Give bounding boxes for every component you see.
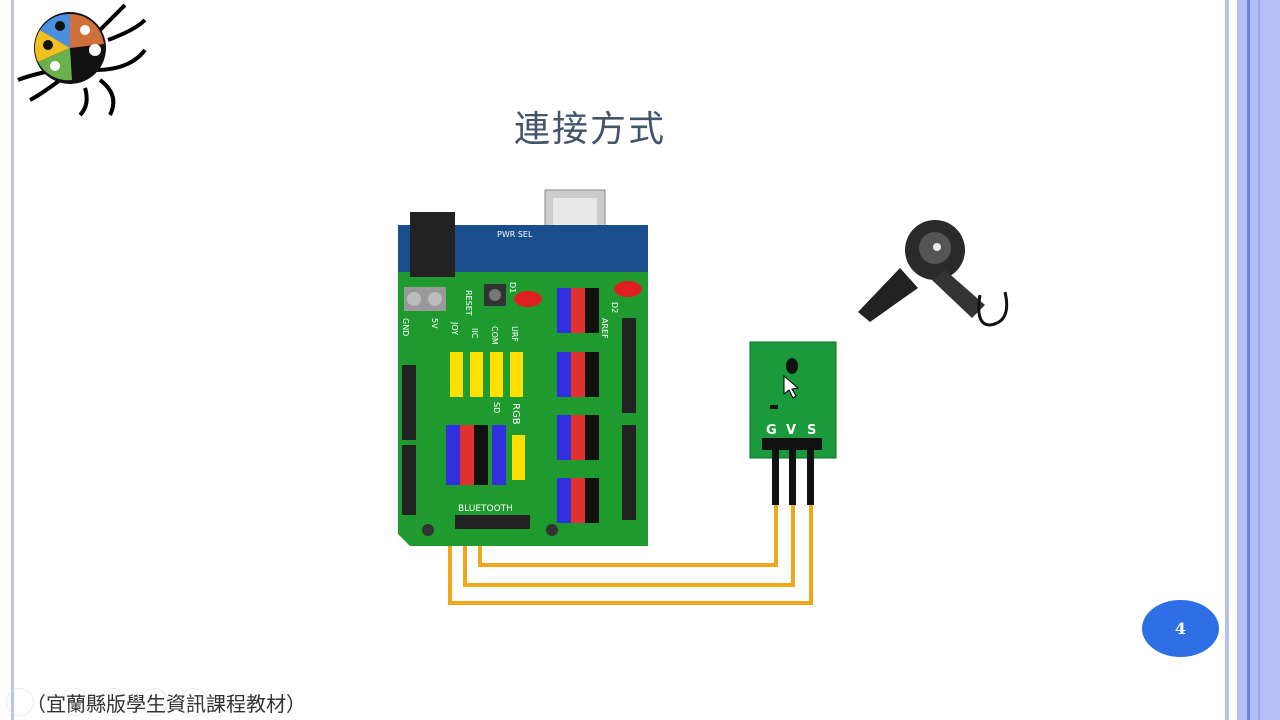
- d2-label: D2: [610, 302, 619, 313]
- slide-nav-button[interactable]: [140, 688, 168, 716]
- gnd-label: GND: [401, 318, 410, 336]
- arduino-board: PWR SEL RESET D1 D2 AREF GND 5V JOY IIC …: [398, 189, 648, 546]
- rgb-label: RGB: [510, 403, 521, 425]
- aref-label: AREF: [600, 318, 609, 339]
- slide-title: 連接方式: [513, 109, 666, 150]
- bluetooth-label: BLUETOOTH: [458, 504, 513, 514]
- slide-nav-button[interactable]: [60, 688, 88, 716]
- joy-label: JOY: [450, 321, 459, 335]
- slide-nav-button[interactable]: [180, 688, 208, 716]
- iic-label: IIC: [470, 328, 479, 339]
- slide-nav-button[interactable]: [100, 688, 128, 716]
- sensor-module: G V S: [749, 341, 837, 505]
- reset-label: RESET: [464, 290, 473, 316]
- left-border-line: [11, 0, 14, 720]
- com-label: COM: [490, 326, 499, 345]
- right-border-line: [1225, 0, 1229, 720]
- pwr-sel-label: PWR SEL: [497, 230, 533, 239]
- urf-label: URF: [510, 326, 519, 342]
- pin-label-s: S: [807, 423, 816, 438]
- right-decor-band: [1237, 0, 1280, 720]
- sd-label: SD: [492, 402, 501, 413]
- footer-caption: （宜蘭縣版學生資訊課程教材）: [26, 692, 306, 716]
- d1-label: D1: [508, 282, 517, 293]
- 5v-label: 5V: [430, 318, 439, 329]
- page-number-badge: 4: [1142, 600, 1219, 657]
- ladybug-logo: [17, 3, 147, 117]
- prev-slide-button[interactable]: [6, 688, 34, 716]
- pin-label-v: V: [786, 423, 796, 438]
- pin-label-g: G: [766, 423, 777, 438]
- mouse-cursor-icon: [783, 374, 800, 399]
- hair-dryer-icon: [858, 220, 1009, 327]
